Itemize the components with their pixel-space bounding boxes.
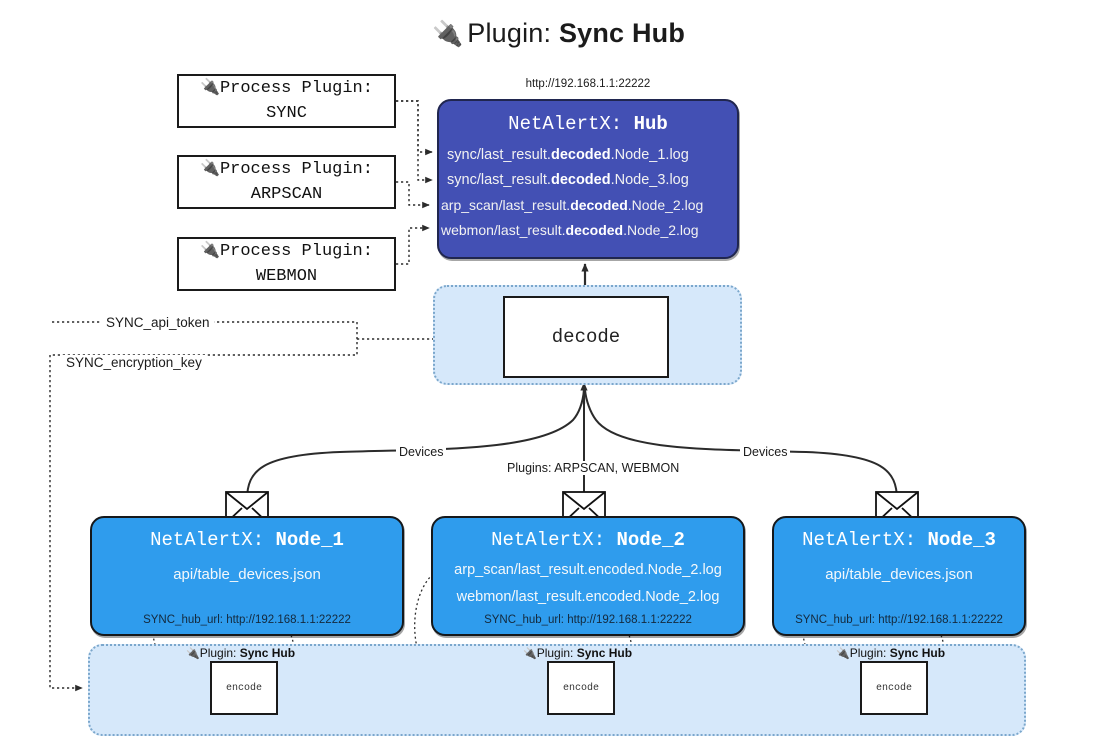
hub-row: webmon/last_result.decoded.Node_2.log: [441, 222, 699, 238]
node-header: NetAlertX: Node_1: [150, 529, 344, 551]
hub-url-label: http://192.168.1.1:22222: [525, 78, 651, 90]
hub-rows: sync/last_result.decoded.Node_1.log sync…: [439, 143, 737, 243]
process-plugin-name: WEBMON: [255, 267, 318, 286]
edge-label-plugins-center: Plugins: ARPSCAN, WEBMON: [504, 461, 683, 475]
config-key-sync-encryption-key: SYNC_encryption_key: [62, 355, 206, 370]
node-box-1[interactable]: NetAlertX: Node_1 api/table_devices.json…: [90, 516, 404, 636]
edge-node3-to-decode: [584, 389, 898, 501]
process-plugin-title: Process Plugin:: [219, 79, 373, 99]
process-plugin-arpscan[interactable]: 🔌Process Plugin: ARPSCAN: [177, 155, 396, 209]
edge-label-devices-left: Devices: [396, 445, 447, 459]
process-plugin-webmon[interactable]: 🔌Process Plugin: WEBMON: [177, 237, 396, 291]
plug-icon: 🔌: [523, 647, 537, 660]
wire-sync-to-hub-row2: [396, 100, 433, 184]
process-plugin-name: ARPSCAN: [250, 185, 323, 204]
encode-box-3[interactable]: encode: [860, 661, 928, 715]
node-name: Node_3: [927, 529, 996, 551]
title-name: Sync Hub: [558, 18, 686, 48]
hub-box[interactable]: NetAlertX: Hub sync/last_result.decoded.…: [437, 99, 739, 259]
encode-box-1[interactable]: encode: [210, 661, 278, 715]
node-header: NetAlertX: Node_3: [802, 529, 996, 551]
hub-header-name: Hub: [633, 113, 668, 135]
node-name: Node_2: [616, 529, 685, 551]
node-line: webmon/last_result.encoded.Node_2.log: [456, 589, 720, 605]
node-line: arp_scan/last_result.encoded.Node_2.log: [454, 562, 722, 578]
encoder-label-1: 🔌Plugin: Sync Hub: [186, 646, 296, 660]
plug-icon: 🔌: [431, 20, 464, 48]
hub-header-prefix: NetAlertX:: [508, 113, 634, 135]
process-plugin-name: SYNC: [266, 104, 307, 123]
encode-box-2[interactable]: encode: [547, 661, 615, 715]
plug-icon: 🔌: [186, 647, 200, 660]
config-key-sync-api-token: SYNC_api_token: [102, 315, 214, 330]
hub-header: NetAlertX: Hub: [439, 113, 737, 135]
process-plugin-sync[interactable]: 🔌Process Plugin: SYNC: [177, 74, 396, 128]
node-hub-url: SYNC_hub_url: http://192.168.1.1:22222: [484, 614, 692, 626]
node-box-2[interactable]: NetAlertX: Node_2 arp_scan/last_result.e…: [431, 516, 745, 636]
hub-row: sync/last_result.decoded.Node_1.log: [447, 147, 689, 163]
process-plugin-title: Process Plugin:: [219, 242, 373, 262]
node-line: api/table_devices.json: [173, 566, 321, 583]
wire-webmon-to-hub: [396, 224, 430, 265]
plug-icon: 🔌: [200, 240, 220, 260]
hub-row: sync/last_result.decoded.Node_3.log: [447, 172, 689, 188]
node-line: api/table_devices.json: [825, 566, 973, 583]
node-hub-url: SYNC_hub_url: http://192.168.1.1:22222: [143, 614, 351, 626]
edge-label-devices-right: Devices: [740, 445, 791, 459]
title-prefix: Plugin:: [467, 18, 559, 48]
decode-box[interactable]: decode: [503, 296, 669, 378]
plug-icon: 🔌: [200, 77, 220, 97]
plug-icon: 🔌: [200, 158, 220, 178]
wire-encryption-key-rail: [49, 355, 83, 692]
page-title: 🔌Plugin: Sync Hub: [0, 18, 1117, 49]
hub-row: arp_scan/last_result.decoded.Node_2.log: [441, 197, 704, 213]
node-name: Node_1: [275, 529, 344, 551]
wire-arpscan-to-hub: [396, 181, 430, 209]
encoder-label-2: 🔌Plugin: Sync Hub: [523, 646, 633, 660]
node-hub-url: SYNC_hub_url: http://192.168.1.1:22222: [795, 614, 1003, 626]
node-box-3[interactable]: NetAlertX: Node_3 api/table_devices.json…: [772, 516, 1026, 636]
plug-icon: 🔌: [836, 647, 850, 660]
process-plugin-title: Process Plugin:: [219, 160, 373, 180]
encoder-label-3: 🔌Plugin: Sync Hub: [836, 646, 946, 660]
node-header: NetAlertX: Node_2: [491, 529, 685, 551]
